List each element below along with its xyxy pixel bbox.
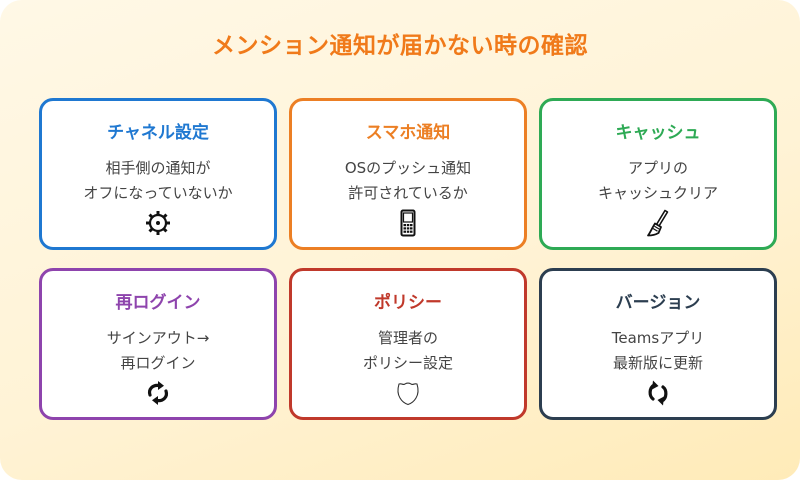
card-description-line: キャッシュクリア [597, 184, 718, 202]
card-title: キャッシュ [615, 123, 701, 143]
card-title: スマホ通知 [365, 123, 451, 143]
card-description-line: 許可されているか [348, 184, 468, 202]
card-title: チャネル設定 [107, 123, 209, 143]
update-icon [644, 379, 672, 407]
card-description-line: アプリの [627, 159, 688, 177]
card-description: Teamsアプリ 最新版に更新 [542, 326, 774, 376]
card-description-line: サインアウト→ [106, 329, 210, 347]
card-description-line: 再ログイン [120, 354, 196, 372]
card-description-line: 相手側の通知が [105, 159, 211, 177]
card-title: 再ログイン [115, 293, 201, 313]
card-description-line: OSのプッシュ通知 [344, 159, 472, 177]
card-description-line: 管理者の [377, 329, 438, 347]
card-description-line: 最新版に更新 [612, 354, 703, 372]
card-version: バージョン Teamsアプリ 最新版に更新 [539, 268, 777, 420]
card-description-line: ポリシー設定 [362, 354, 453, 372]
page-title: メンション通知が届かない時の確認 [212, 33, 588, 59]
card-smartphone-notification: スマホ通知 OSのプッシュ通知 許可されているか [289, 98, 527, 250]
card-channel-settings: チャネル設定 相手側の通知が オフになっていないか [39, 98, 277, 250]
card-description: アプリの キャッシュクリア [542, 156, 774, 206]
card-description: サインアウト→ 再ログイン [42, 326, 274, 376]
card-description-line: オフになっていないか [83, 184, 233, 202]
card-description: 管理者の ポリシー設定 [292, 326, 524, 376]
card-title: ポリシー [374, 293, 442, 313]
card-cache: キャッシュ アプリの キャッシュクリア [539, 98, 777, 250]
refresh-icon [144, 379, 172, 407]
broom-icon [644, 209, 672, 237]
mobile-phone-icon [394, 209, 422, 237]
card-description: 相手側の通知が オフになっていないか [42, 156, 274, 206]
card-relogin: 再ログイン サインアウト→ 再ログイン [39, 268, 277, 420]
card-title: バージョン [615, 293, 701, 313]
card-description: OSのプッシュ通知 許可されているか [292, 156, 524, 206]
shield-icon [394, 379, 422, 407]
card-policy: ポリシー 管理者の ポリシー設定 [289, 268, 527, 420]
card-description-line: Teamsアプリ [611, 329, 705, 347]
gear-icon [144, 209, 172, 237]
